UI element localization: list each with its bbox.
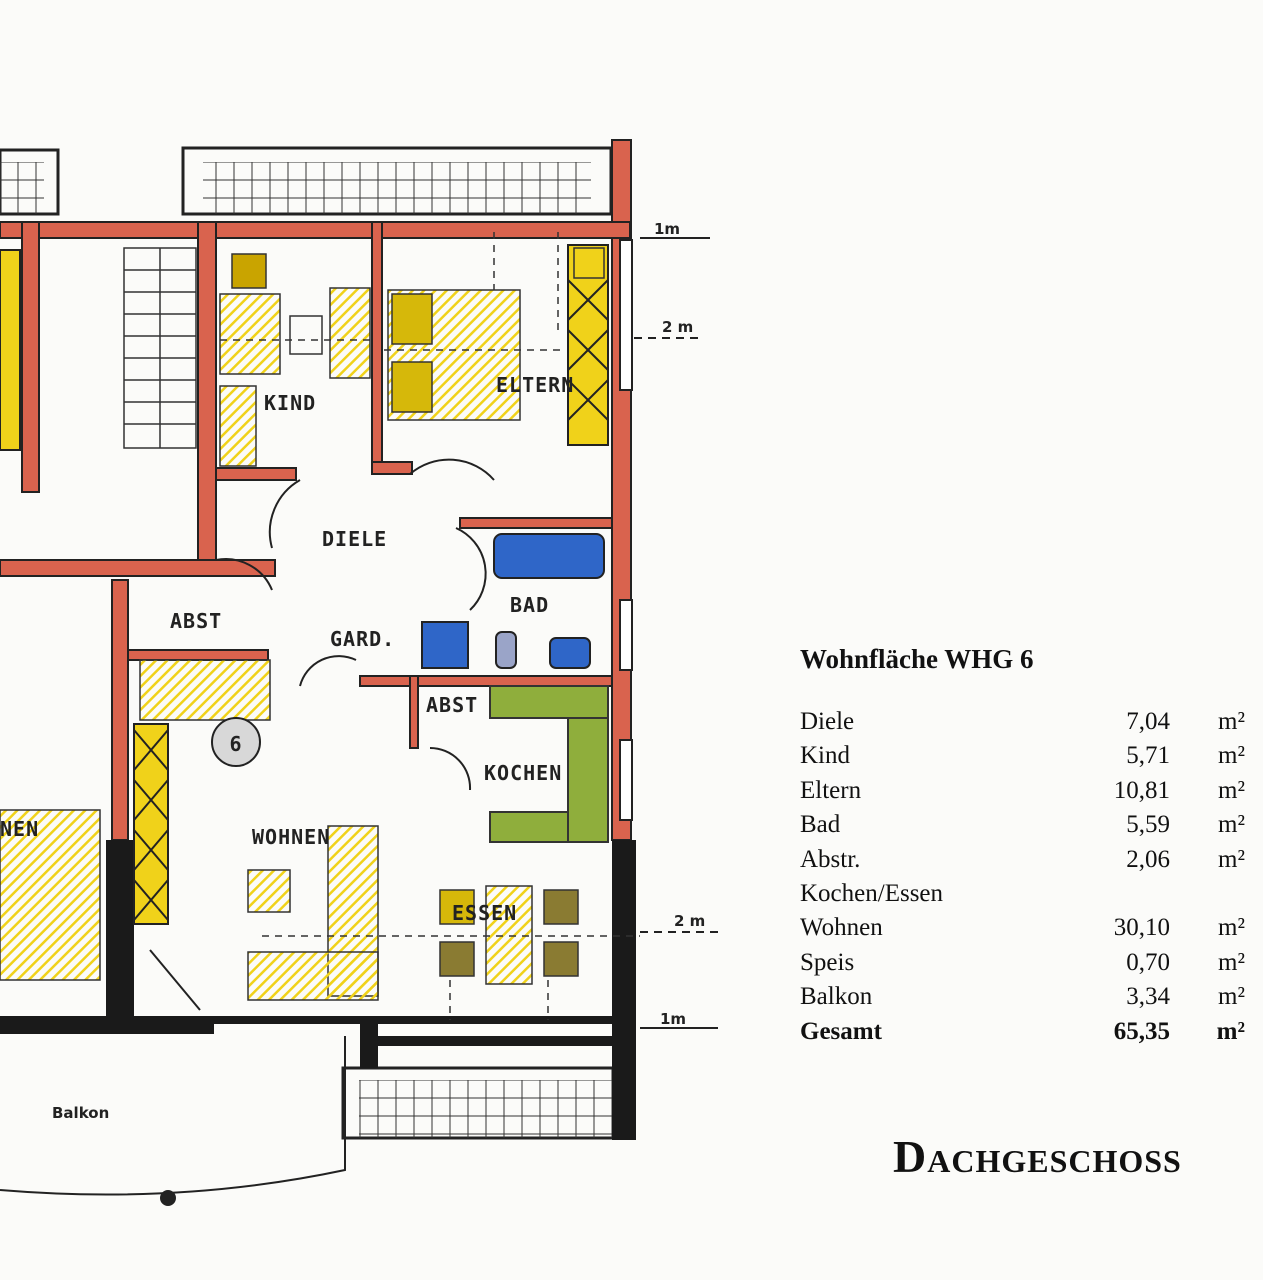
room-label-abst-center: ABST (426, 693, 478, 717)
room-label-kochen: KOCHEN (484, 761, 562, 785)
area-table: Diele 7,04 m² Kind 5,71 m² Eltern 10,81 m² Bad 5,5… (800, 705, 1245, 1049)
area-row: Kind 5,71 m² (800, 739, 1245, 773)
area-row-name: Balkon (800, 983, 873, 1011)
balcony (0, 1036, 346, 1206)
unit-marker: 6 (211, 717, 261, 767)
dim-top-2m: 2 m (662, 318, 693, 336)
area-row-value (1080, 877, 1170, 911)
staircase (123, 247, 197, 449)
area-row-unit: m² (1218, 983, 1245, 1011)
area-row-value: 10,81 (1113, 776, 1170, 804)
area-row-unit: m² (1218, 776, 1245, 804)
area-row-value: 5,59 (1126, 811, 1170, 839)
floor-plan: 6 KIND ELTERN DIELE BAD ABST GARD. ABST … (0, 139, 720, 1206)
area-total-row: Gesamt 65,35 m² (800, 1015, 1245, 1049)
furniture (0, 247, 605, 1001)
area-row-name: Eltern (800, 776, 862, 804)
area-total-value: 65,35 (1113, 1017, 1170, 1045)
area-row-value: 7,04 (1126, 708, 1170, 735)
area-row-value: 3,34 (1126, 983, 1170, 1011)
dark-walls (0, 840, 636, 1140)
room-label-abst-left: ABST (170, 609, 222, 633)
dim-bottom-1m: 1m (660, 1010, 686, 1028)
area-row: Eltern 10,81 m² (800, 774, 1245, 808)
room-label-diele: DIELE (322, 527, 387, 551)
room-label-wohnen: WOHNEN (252, 825, 330, 849)
area-row-value: 5,71 (1126, 742, 1170, 770)
dimension-labels: 1m 2 m 2 m 1m (654, 220, 705, 1028)
area-row-unit: m² (1218, 708, 1245, 735)
area-row-name: Kochen/Essen (800, 880, 944, 908)
room-label-essen: ESSEN (452, 901, 517, 925)
area-row-name: Kind (800, 742, 850, 770)
area-title: Wohnfläche WHG 6 (800, 644, 1034, 674)
unit-number: 6 (229, 732, 242, 756)
room-label-balkon: Balkon (52, 1104, 109, 1122)
area-row-unit: m² (1218, 742, 1245, 770)
room-labels: KIND ELTERN DIELE BAD ABST GARD. ABST KO… (0, 373, 574, 1122)
dimension-lines (634, 237, 720, 1029)
area-row: Wohnen 30,10 m² (800, 911, 1245, 945)
area-total-label: Gesamt (800, 1017, 882, 1045)
room-label-eltern: ELTERN (496, 373, 574, 397)
area-row-name: Bad (800, 811, 841, 839)
dim-bottom-2m: 2 m (674, 912, 705, 930)
area-row-name: Diele (800, 708, 855, 735)
area-row: Balkon 3,34 m² (800, 980, 1245, 1014)
area-row-name: Speis (800, 948, 855, 976)
area-total-unit: m² (1216, 1017, 1245, 1045)
room-label-bad: BAD (510, 593, 549, 617)
area-row-value: 30,10 (1113, 914, 1170, 942)
roof-terrace-top (0, 146, 613, 216)
bathroom-fixtures (421, 533, 605, 669)
area-row-value: 2,06 (1126, 845, 1170, 873)
room-label-kind: KIND (264, 391, 316, 415)
area-row-unit (1170, 877, 1245, 911)
area-row: Speis 0,70 m² (800, 946, 1245, 980)
area-row-value: 0,70 (1126, 948, 1170, 976)
area-row: Bad 5,59 m² (800, 808, 1245, 842)
area-row-name: Wohnen (800, 914, 883, 942)
area-row: Kochen/Essen (800, 877, 1245, 911)
reference-lines (220, 232, 640, 1020)
area-row-name: Abstr. (800, 845, 861, 873)
kitchen-counter (489, 685, 609, 843)
area-row: Diele 7,04 m² (800, 705, 1245, 739)
windows (619, 239, 633, 821)
walls (0, 139, 632, 841)
roof-terrace-bottom (341, 1066, 615, 1140)
area-row-unit: m² (1218, 845, 1245, 873)
door-swings (149, 458, 495, 1011)
dim-top-1m: 1m (654, 220, 680, 238)
area-row: Abstr. 2,06 m² (800, 843, 1245, 877)
area-row-unit: m² (1218, 811, 1245, 839)
floor-title: Dachgeschoss (893, 1131, 1182, 1182)
area-row-unit: m² (1218, 914, 1245, 942)
area-row-unit: m² (1218, 948, 1245, 976)
room-label-nen: NEN (0, 817, 39, 841)
room-label-gard: GARD. (330, 627, 395, 651)
